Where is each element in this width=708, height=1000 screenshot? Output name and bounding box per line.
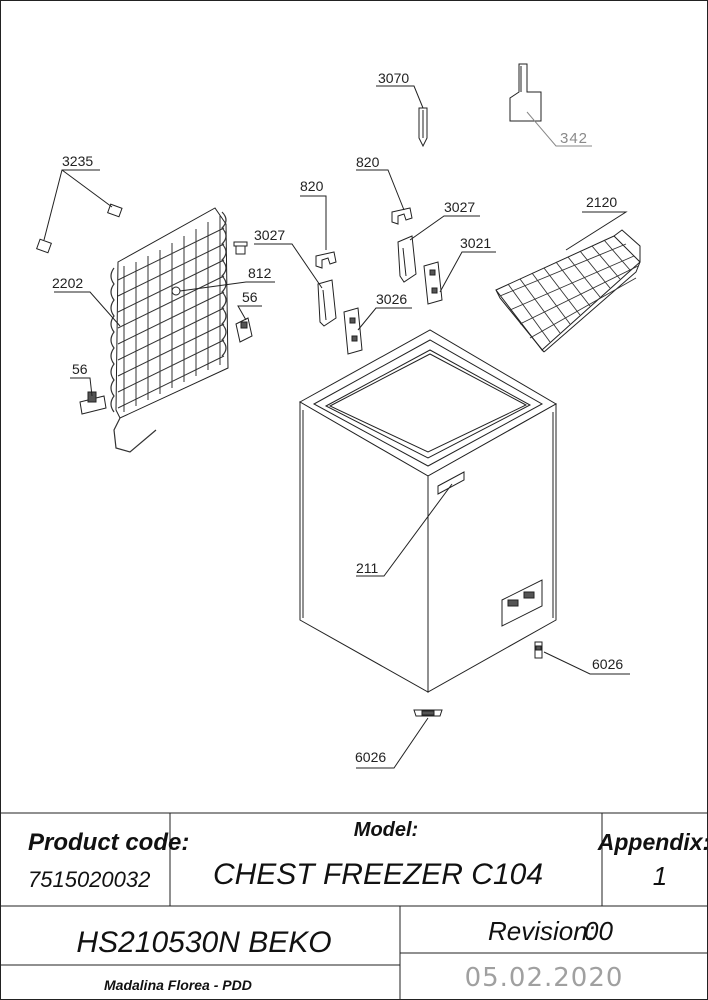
part-3235-caps bbox=[36, 169, 123, 254]
callout-3021: 3021 bbox=[460, 235, 491, 251]
part-3027-cover-right bbox=[397, 215, 480, 283]
part-3070-pin bbox=[376, 85, 428, 148]
callout-6026-bottom: 6026 bbox=[355, 749, 386, 765]
part-2120-basket bbox=[495, 211, 641, 353]
part-2202-condenser bbox=[54, 207, 229, 453]
callout-211: 211 bbox=[356, 560, 379, 576]
callout-812: 812 bbox=[248, 265, 272, 281]
part-3027-cover-left bbox=[254, 243, 337, 327]
part-3026-hinge-left bbox=[343, 307, 412, 355]
part-cabinet bbox=[298, 329, 558, 693]
part-812-screw bbox=[179, 241, 275, 292]
part-820-bracket-left bbox=[300, 195, 337, 269]
part-6026-foot-side bbox=[534, 641, 630, 675]
part-820-bracket-right bbox=[356, 169, 413, 225]
callout-3027-left: 3027 bbox=[254, 227, 285, 243]
callout-56-upper: 56 bbox=[242, 289, 258, 305]
revision-label: Revision: bbox=[488, 916, 595, 946]
revision-value: 00 bbox=[584, 916, 613, 946]
callout-3027-right: 3027 bbox=[444, 199, 475, 215]
callout-820-right: 820 bbox=[356, 154, 380, 170]
callout-6026-side: 6026 bbox=[592, 656, 623, 672]
callout-3026: 3026 bbox=[376, 291, 407, 307]
model-label: Model: bbox=[354, 819, 418, 841]
title-block bbox=[0, 812, 708, 1000]
callout-3235: 3235 bbox=[62, 153, 93, 169]
part-3021-hinge-right bbox=[423, 251, 496, 305]
callout-2120: 2120 bbox=[586, 194, 617, 210]
part-342-scraper bbox=[509, 63, 592, 147]
part-number: HS210530N BEKO bbox=[76, 926, 331, 959]
part-6026-foot-bottom bbox=[356, 709, 443, 769]
product-code-value: 7515020032 bbox=[28, 867, 150, 892]
callout-56-lower: 56 bbox=[72, 361, 88, 377]
part-56-clip-upper bbox=[235, 305, 262, 343]
part-56-clip-lower bbox=[70, 377, 107, 415]
appendix-label: Appendix: bbox=[597, 829, 708, 855]
author: Madalina Florea - PDD bbox=[104, 977, 252, 993]
callout-342: 342 bbox=[560, 130, 588, 147]
callout-3070: 3070 bbox=[378, 70, 409, 86]
product-code-label: Product code: bbox=[28, 829, 189, 856]
revision-date: 05.02.2020 bbox=[465, 963, 624, 993]
model-value: CHEST FREEZER C104 bbox=[213, 858, 543, 891]
callout-2202: 2202 bbox=[52, 275, 83, 291]
callout-820-left: 820 bbox=[300, 178, 324, 194]
appendix-value: 1 bbox=[653, 861, 667, 891]
